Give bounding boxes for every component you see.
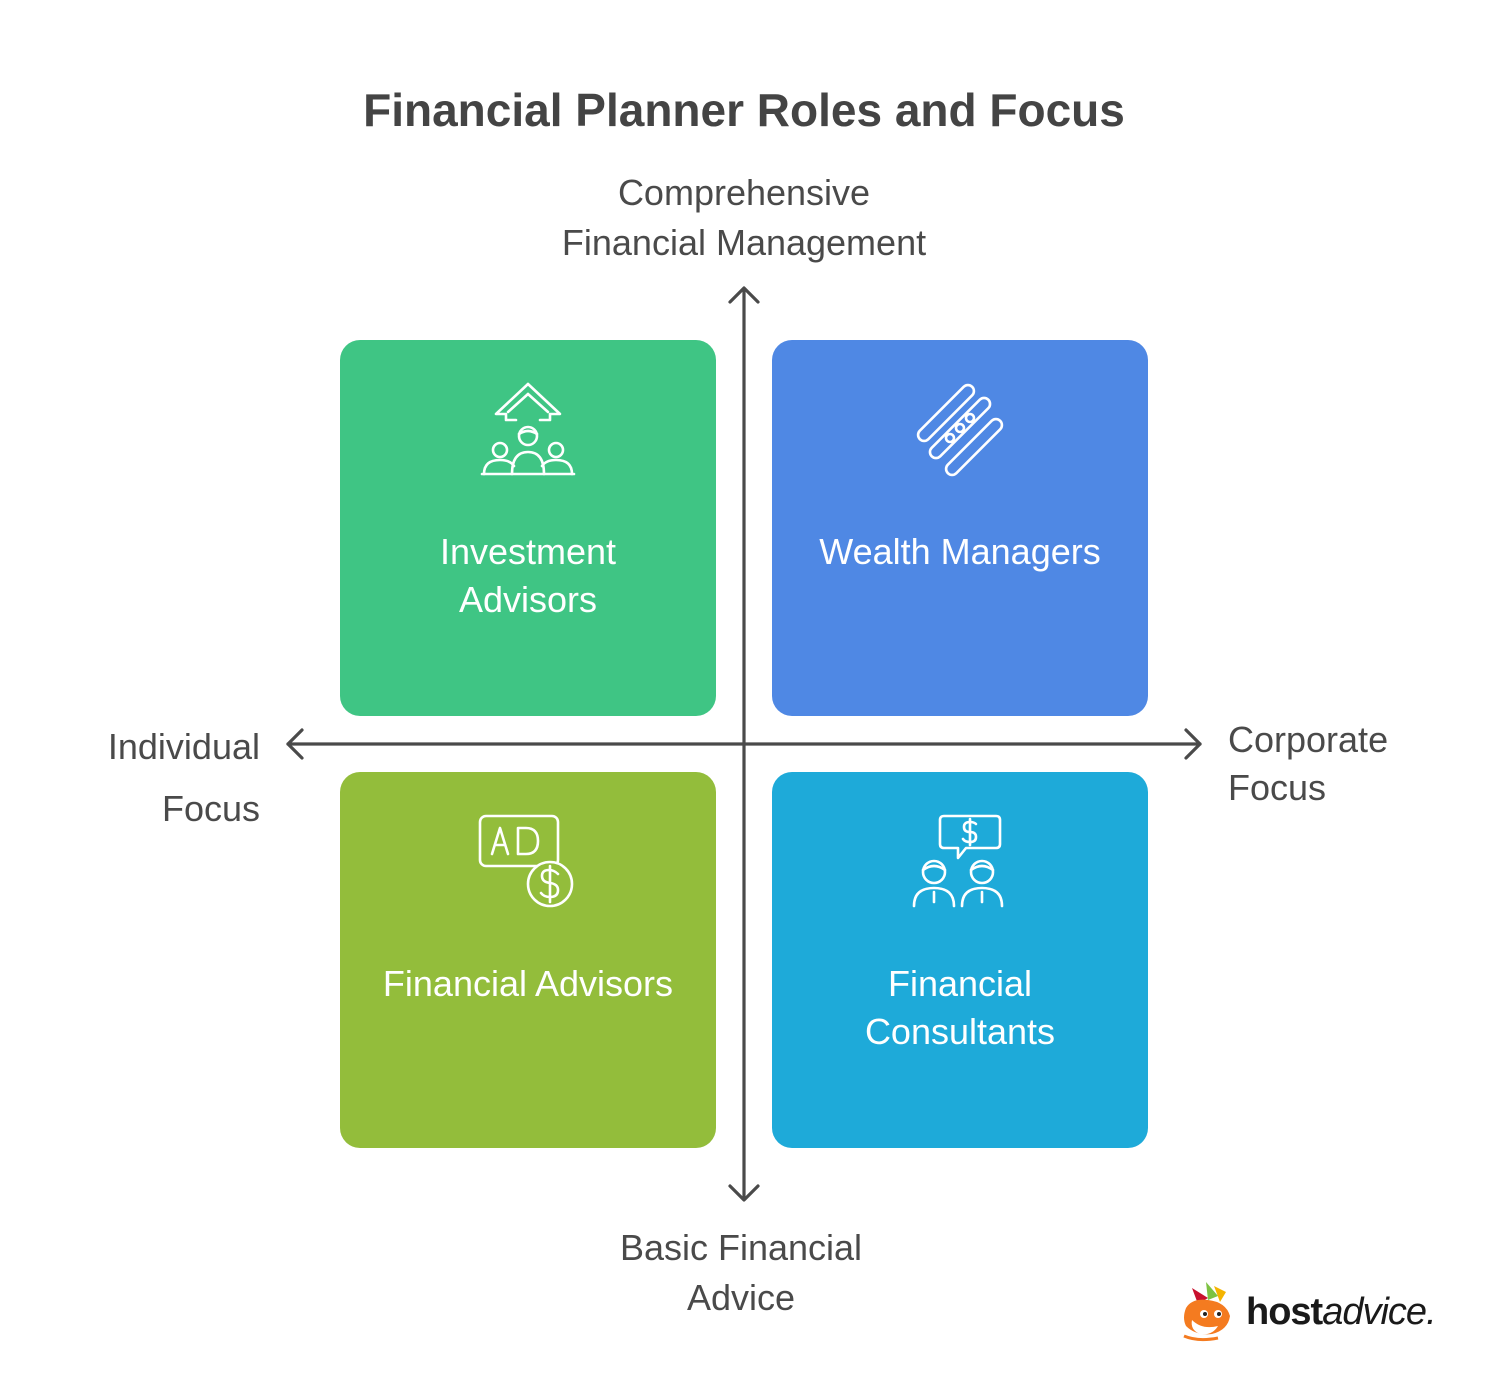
- arrow-left-icon: [286, 728, 304, 760]
- quadrant-wealth-managers: Wealth Managers: [772, 340, 1148, 716]
- axis-label-top-line-2: Financial Management: [561, 222, 927, 263]
- logo-wordmark-italic: advice.: [1322, 1291, 1436, 1333]
- logo-wordmark-bold: host: [1246, 1291, 1323, 1333]
- axis-label-left: Individual Focus: [40, 716, 260, 840]
- hostadvice-logo: hostadvice.: [1178, 1280, 1448, 1344]
- quadrant-label: Financial Consultants: [782, 960, 1138, 1056]
- quadrant-label: Investment Advisors: [350, 528, 706, 624]
- axis-label-right-line-1: Corporate: [1228, 719, 1389, 760]
- axis-label-top-line-1: Comprehensive: [617, 172, 871, 213]
- axis-label-bottom: Basic Financial Advice: [491, 1223, 991, 1323]
- growth-arrow-people-icon: [480, 382, 576, 476]
- page-title: Financial Planner Roles and Focus: [363, 84, 1125, 136]
- logo-wordmark: hostadvice.: [1246, 1290, 1437, 1334]
- axis-label-bottom-line-2: Advice: [686, 1277, 796, 1318]
- quadrant-label-line: Wealth Managers: [819, 531, 1101, 572]
- consultants-dollar-chat-icon: [912, 814, 1004, 908]
- quadrant-label: Wealth Managers: [782, 528, 1138, 576]
- quadrant-investment-advisors: Investment Advisors: [340, 340, 716, 716]
- quadrant-financial-consultants: Financial Consultants: [772, 772, 1148, 1148]
- fox-mascot-icon: [1183, 1282, 1230, 1342]
- quadrant-label-line: Financial Advisors: [382, 963, 674, 1004]
- arrow-down-icon: [728, 1184, 760, 1202]
- axis-label-right-line-2: Focus: [1228, 767, 1327, 808]
- arrow-right-icon: [1184, 728, 1202, 760]
- axis-label-left-line-1: Individual: [107, 726, 260, 767]
- arrow-up-icon: [728, 286, 760, 304]
- axis-label-right: Corporate Focus: [1228, 716, 1488, 812]
- quadrant-label-line: Investment: [439, 531, 617, 572]
- quadrant-label-line: Financial: [887, 963, 1033, 1004]
- diagonal-bars-icon: [916, 383, 1004, 477]
- quadrant-label-line: Advisors: [458, 579, 598, 620]
- axis-label-left-line-2: Focus: [161, 788, 260, 829]
- quadrant-label-line: Consultants: [864, 1011, 1056, 1052]
- quadrant-label: Financial Advisors: [350, 960, 706, 1008]
- quadrant-financial-advisors: Financial Advisors: [340, 772, 716, 1148]
- axis-label-bottom-line-1: Basic Financial: [619, 1227, 863, 1268]
- axis-label-top: Comprehensive Financial Management: [494, 168, 994, 268]
- ad-dollar-icon: [478, 814, 574, 908]
